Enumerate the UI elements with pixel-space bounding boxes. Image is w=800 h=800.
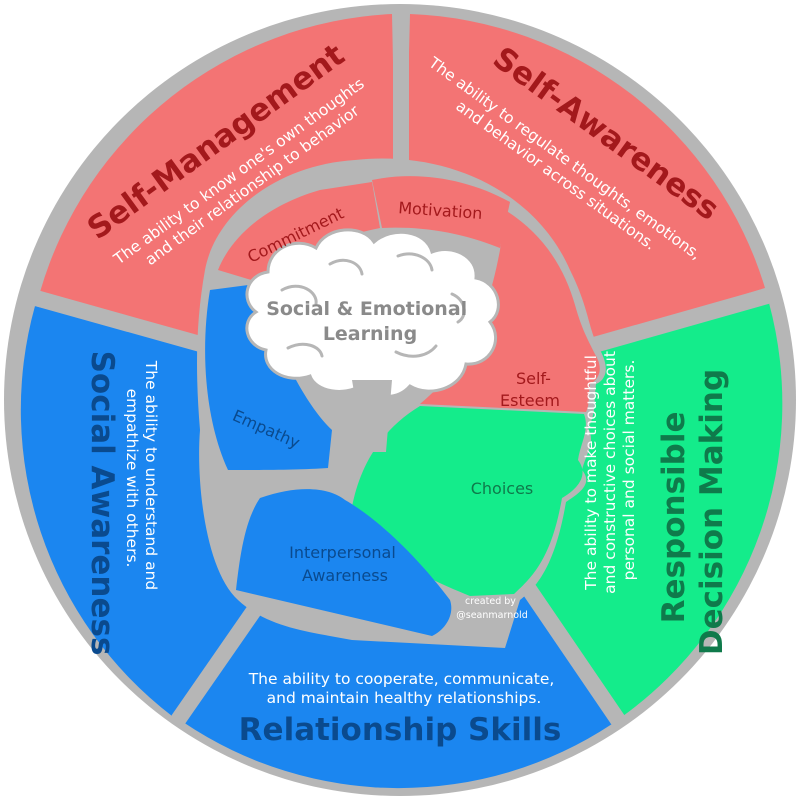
credit-text: created by @seanmarnold <box>456 596 527 621</box>
head-region-motivation <box>372 176 510 248</box>
responsible-decision-making-title: Responsible Decision Making <box>656 369 730 655</box>
head-region-interpersonal-awareness <box>236 489 452 636</box>
responsible-decision-making-description: The ability to make thoughtful and const… <box>582 346 638 594</box>
head-region-empathy <box>205 284 332 470</box>
center-title: Social & Emotional Learning <box>266 298 474 345</box>
social-awareness-title: Social Awareness <box>84 351 120 656</box>
brain-folds <box>280 252 466 358</box>
brain-icon <box>245 228 500 398</box>
label-self-esteem: Self- Esteem <box>500 369 560 410</box>
label-interpersonal-awareness: Interpersonal Awareness <box>289 543 401 585</box>
relationship-skills-description: The ability to cooperate, communicate, a… <box>248 670 560 707</box>
relationship-skills-title: Relationship Skills <box>239 712 562 748</box>
brain-stem <box>352 380 392 452</box>
social-awareness-description: The ability to understand and empathize … <box>123 360 160 595</box>
label-choices: Choices <box>471 479 534 498</box>
head-region-choices <box>350 406 586 596</box>
head-region-commitment <box>218 182 380 282</box>
